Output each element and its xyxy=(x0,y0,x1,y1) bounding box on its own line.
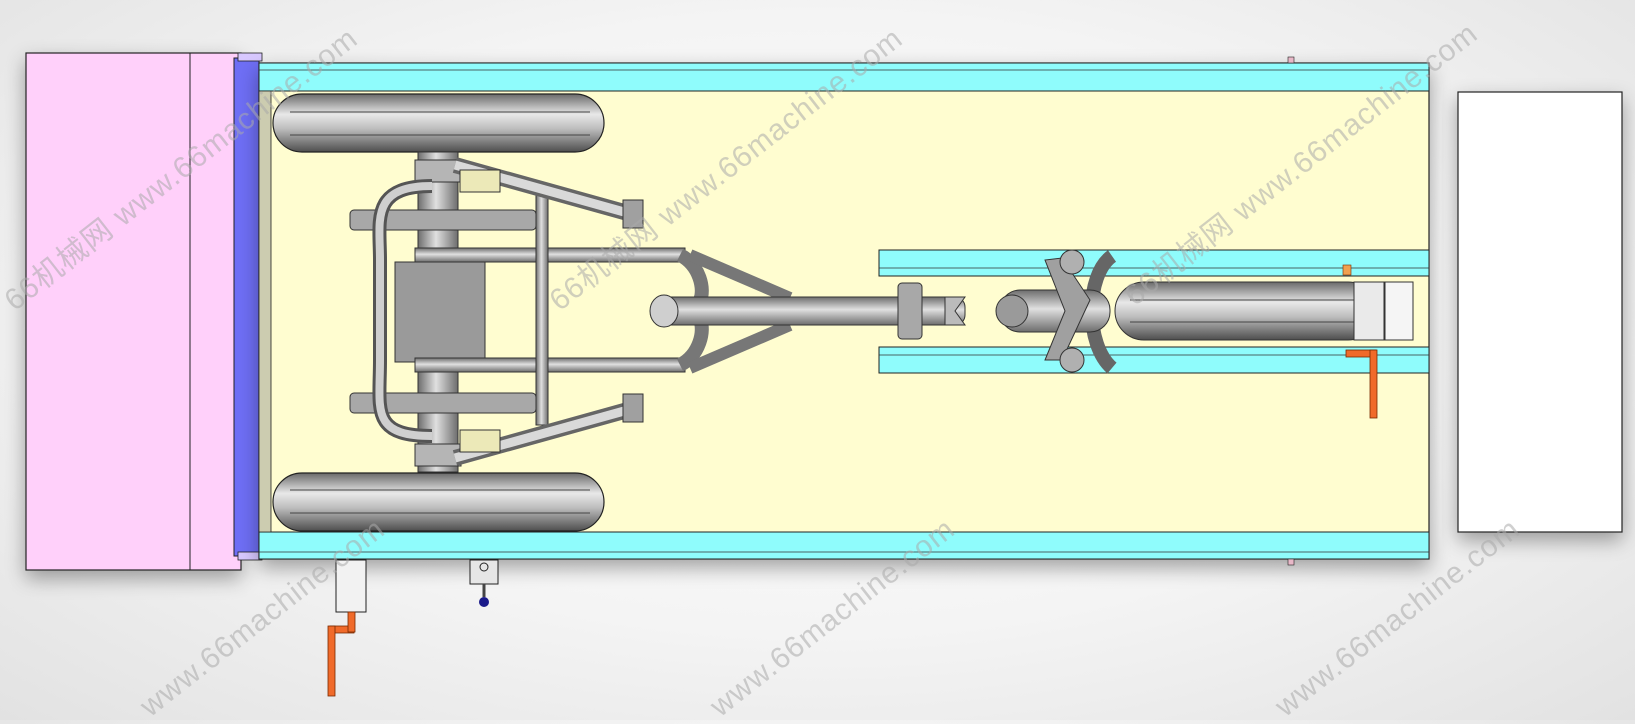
white-end-panel xyxy=(1457,91,1623,533)
guide-rails xyxy=(878,249,1430,374)
nose-gear-assembly xyxy=(995,249,1414,374)
rail-pins xyxy=(1287,56,1295,566)
main-gear-tire-bottom xyxy=(272,472,605,532)
bottom-fitting xyxy=(469,559,499,607)
main-gear-frame xyxy=(349,151,966,473)
main-gear-tire-top xyxy=(272,93,605,153)
pink-end-block xyxy=(25,52,242,571)
crank-handle-left xyxy=(327,559,367,697)
crank-handle-right xyxy=(1342,264,1378,419)
